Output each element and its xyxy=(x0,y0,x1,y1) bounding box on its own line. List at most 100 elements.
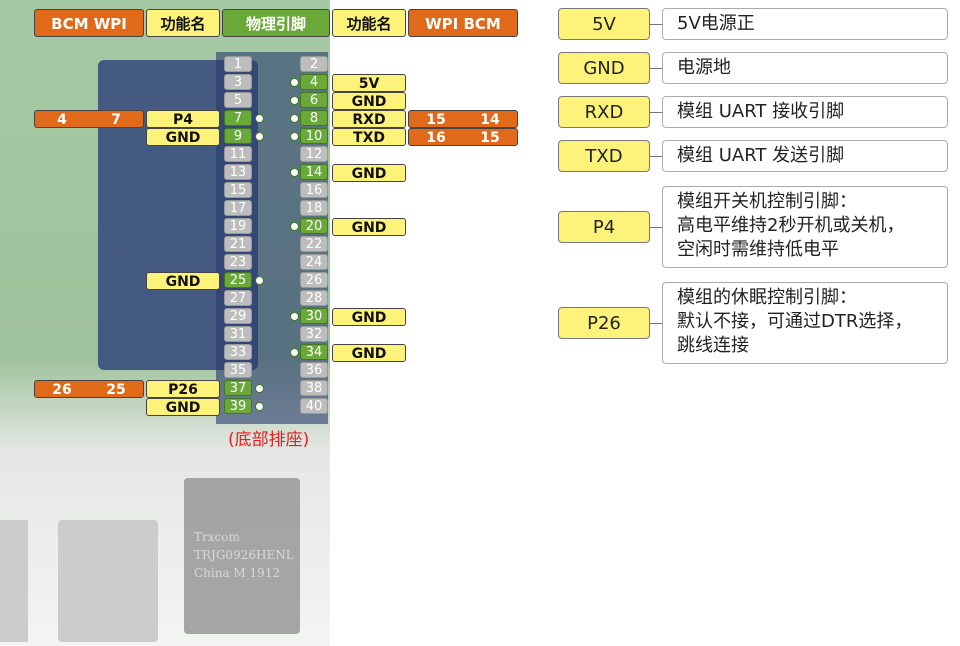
legend-connector xyxy=(650,323,662,324)
pin-2: 2 xyxy=(300,56,328,72)
pin-20: 20 xyxy=(300,218,328,234)
header-function-right: 功能名 xyxy=(332,9,406,37)
left-func-label: P4 xyxy=(146,110,220,128)
legend-description: 电源地 xyxy=(662,52,948,84)
left-bcm-wpi-label: 26 25 xyxy=(34,380,144,398)
legend-connector xyxy=(650,112,662,113)
left-func-label: GND xyxy=(146,272,220,290)
pin-25: 25 xyxy=(224,272,252,288)
header-bcm-wpi: BCM WPI xyxy=(34,9,144,37)
pin-24: 24 xyxy=(300,254,328,270)
pin-17: 17 xyxy=(224,200,252,216)
usb-port-2 xyxy=(0,520,28,642)
legend-connector xyxy=(650,24,662,25)
pin-dot-6 xyxy=(290,96,299,105)
pin-23: 23 xyxy=(224,254,252,270)
legend-connector xyxy=(650,156,662,157)
pin-14: 14 xyxy=(300,164,328,180)
pin-26: 26 xyxy=(300,272,328,288)
pin-dot-37 xyxy=(255,384,264,393)
pin-3: 3 xyxy=(224,74,252,90)
pin-10: 10 xyxy=(300,128,328,144)
pin-dot-9 xyxy=(255,132,264,141)
left-func-label: GND xyxy=(146,128,220,146)
left-func-label: GND xyxy=(146,398,220,416)
legend-description-line: 模组 UART 接收引脚 xyxy=(677,101,845,122)
legend-description-line: 默认不接，可通过DTR选择， xyxy=(677,311,913,332)
pin-15: 15 xyxy=(224,182,252,198)
pin-8: 8 xyxy=(300,110,328,126)
pin-21: 21 xyxy=(224,236,252,252)
pin-18: 18 xyxy=(300,200,328,216)
bcm-number: 26 xyxy=(52,382,72,398)
legend-description: 模组的休眠控制引脚： 默认不接，可通过DTR选择， 跳线连接 xyxy=(662,282,948,364)
pin-dot-10 xyxy=(290,132,299,141)
wpi-number: 15 xyxy=(426,112,446,128)
pin-34: 34 xyxy=(300,344,328,360)
pin-37: 37 xyxy=(224,380,252,396)
legend-description-line: 电源地 xyxy=(677,57,731,78)
bcm-number: 14 xyxy=(480,112,500,128)
pin-28: 28 xyxy=(300,290,328,306)
pin-29: 29 xyxy=(224,308,252,324)
pin-36: 36 xyxy=(300,362,328,378)
pin-22: 22 xyxy=(300,236,328,252)
legend-key: TXD xyxy=(558,140,650,172)
pin-1: 1 xyxy=(224,56,252,72)
pin-27: 27 xyxy=(224,290,252,306)
pin-32: 32 xyxy=(300,326,328,342)
legend-description-line: 模组的休眠控制引脚： xyxy=(677,287,857,308)
pin-11: 11 xyxy=(224,146,252,162)
legend-key: RXD xyxy=(558,96,650,128)
pin-5: 5 xyxy=(224,92,252,108)
pin-4: 4 xyxy=(300,74,328,90)
pin-6: 6 xyxy=(300,92,328,108)
wpi-number: 25 xyxy=(106,382,126,398)
pin-31: 31 xyxy=(224,326,252,342)
legend-description-line: 跳线连接 xyxy=(677,335,749,356)
pin-dot-39 xyxy=(255,402,264,411)
pin-dot-20 xyxy=(290,222,299,231)
legend-description-line: 高电平维持2秒开机或关机， xyxy=(677,215,905,236)
wpi-number: 16 xyxy=(426,130,446,146)
header-wpi-bcm: WPI BCM xyxy=(408,9,518,37)
pin-19: 19 xyxy=(224,218,252,234)
right-func-label: GND xyxy=(332,218,406,236)
legend-key: P26 xyxy=(558,307,650,339)
pin-16: 16 xyxy=(300,182,328,198)
legend-key: 5V xyxy=(558,8,650,40)
legend-description: 5V电源正 xyxy=(662,8,948,40)
pin-dot-4 xyxy=(290,78,299,87)
legend-connector xyxy=(650,227,662,228)
legend-description-line: 模组开关机控制引脚： xyxy=(677,191,857,212)
pin-35: 35 xyxy=(224,362,252,378)
legend-description-line: 5V电源正 xyxy=(677,13,755,34)
pin-9: 9 xyxy=(224,128,252,144)
pin-30: 30 xyxy=(300,308,328,324)
pin-12: 12 xyxy=(300,146,328,162)
legend-key: P4 xyxy=(558,211,650,243)
pin-dot-8 xyxy=(290,114,299,123)
usb-port xyxy=(58,520,158,642)
legend-description: 模组开关机控制引脚：高电平维持2秒开机或关机，空闲时需维持低电平 xyxy=(662,186,948,268)
bcm-number: 15 xyxy=(480,130,500,146)
pin-40: 40 xyxy=(300,398,328,414)
pin-13: 13 xyxy=(224,164,252,180)
pin-33: 33 xyxy=(224,344,252,360)
pin-dot-14 xyxy=(290,168,299,177)
legend-key: GND xyxy=(558,52,650,84)
pin-dot-34 xyxy=(290,348,299,357)
right-func-label: RXD xyxy=(332,110,406,128)
ethernet-port xyxy=(184,478,300,634)
legend-description: 模组 UART 发送引脚 xyxy=(662,140,948,172)
right-func-label: 5V xyxy=(332,74,406,92)
pin-38: 38 xyxy=(300,380,328,396)
header-function-left: 功能名 xyxy=(146,9,220,37)
legend-description-line: 模组 UART 发送引脚 xyxy=(677,145,845,166)
right-func-label: TXD xyxy=(332,128,406,146)
header-physical-pin: 物理引脚 xyxy=(222,9,330,37)
right-func-label: GND xyxy=(332,92,406,110)
